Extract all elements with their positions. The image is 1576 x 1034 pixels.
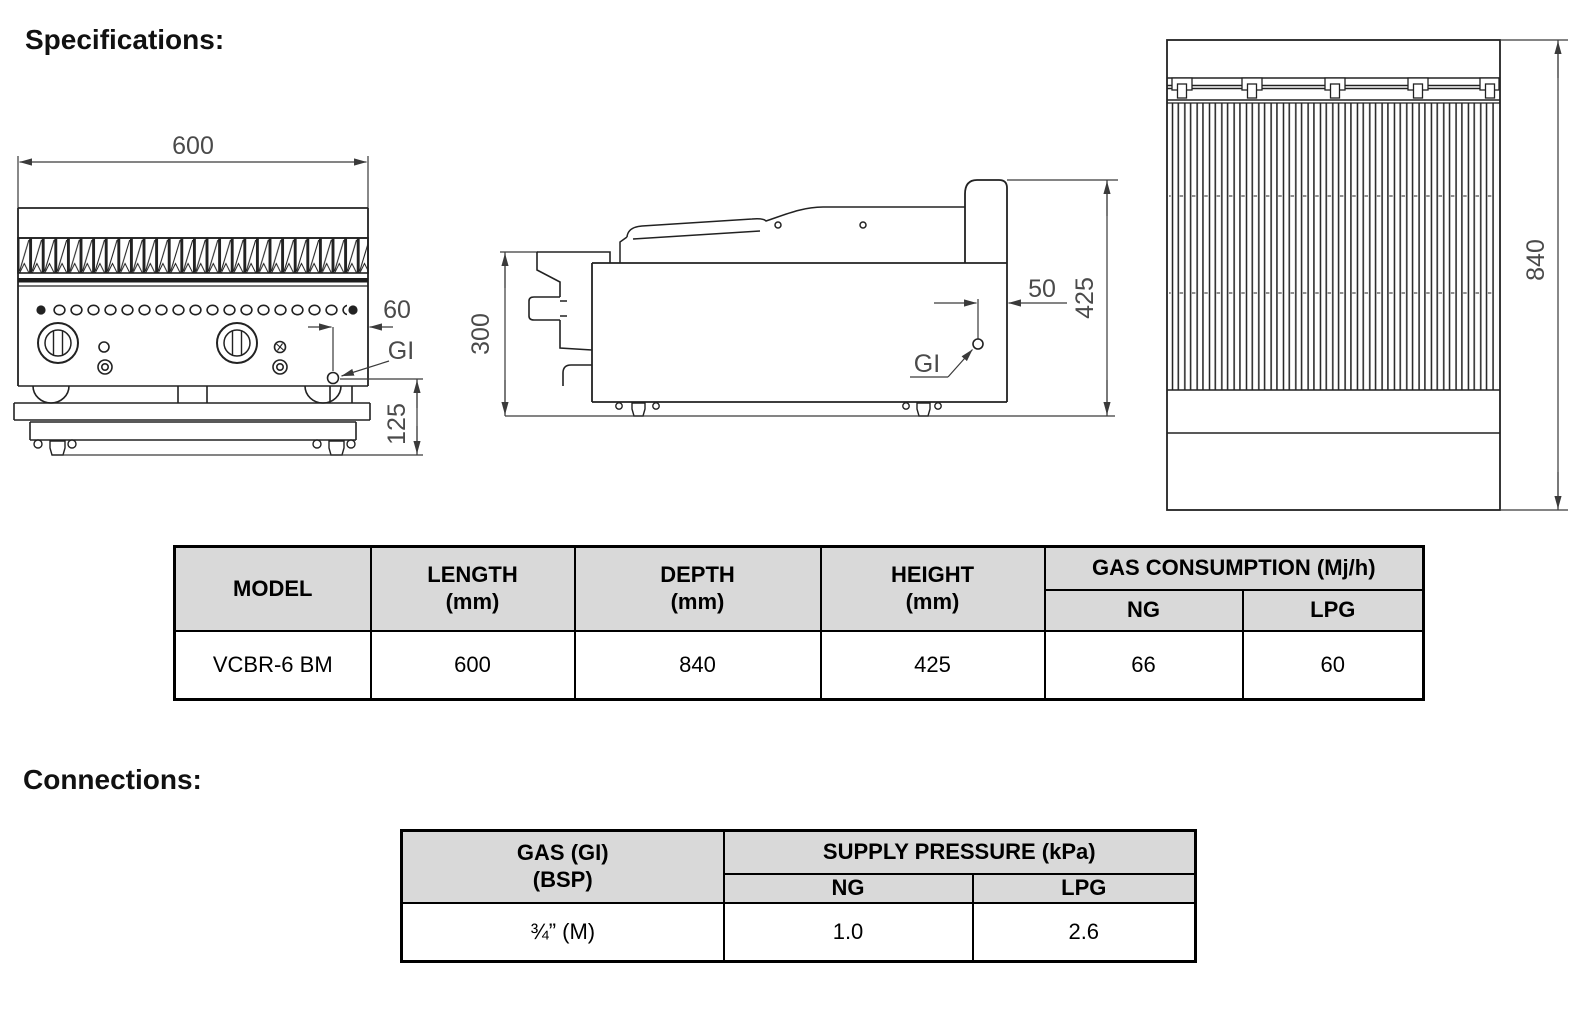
col-header-gas-consumption: GAS CONSUMPTION (Mj/h) (1043, 545, 1425, 591)
side-gi-label: GI (914, 350, 940, 378)
top-outline (1166, 39, 1501, 511)
col-header-depth: DEPTH (mm) (573, 545, 822, 632)
side-inlet-setback-label: 50 (1028, 275, 1056, 303)
front-base-height-label: 125 (383, 403, 411, 445)
cell-gas-lpg: 60 (1241, 630, 1425, 701)
front-unit-outline (17, 207, 369, 386)
top-view-svg: 840 (1166, 39, 1568, 511)
side-hood (619, 206, 965, 263)
top-depth-dimension (1500, 39, 1568, 511)
col-header-height: HEIGHT (mm) (819, 545, 1046, 632)
col-header-ng: NG (1043, 589, 1244, 632)
control-knob-left (37, 322, 79, 364)
top-view-drawing: 840 (1138, 28, 1576, 525)
cell-gas-size: ¾” (M) (400, 901, 725, 963)
connections-table-row: ¾” (M) 1.0 2.6 (400, 901, 1197, 963)
side-front-height-label: 300 (470, 313, 495, 355)
cell-pressure-ng: 1.0 (722, 901, 974, 963)
side-gi-leader (910, 349, 973, 378)
control-knob-right (216, 322, 258, 364)
side-gas-inlet (972, 338, 984, 350)
top-depth-label: 840 (1522, 239, 1550, 281)
pilot-light-left (97, 341, 113, 375)
connections-heading: Connections: (23, 764, 202, 795)
cell-height: 425 (819, 630, 1046, 701)
col-header-supply-pressure: SUPPLY PRESSURE (kPa) (722, 829, 1197, 875)
cell-length: 600 (369, 630, 576, 701)
front-gi-label: GI (388, 337, 414, 365)
cell-depth: 840 (573, 630, 822, 701)
col-header-gas-connection: GAS (GI) (BSP) (400, 829, 725, 904)
spec-table-row: VCBR-6 BM 600 840 425 66 60 (173, 630, 1425, 701)
col-header-lpg: LPG (1241, 589, 1425, 632)
col-header-length: LENGTH (mm) (369, 545, 576, 632)
top-grill-bars (1167, 99, 1500, 391)
side-overall-height-dimension (1007, 179, 1118, 416)
col-header-supply-lpg: LPG (971, 873, 1197, 904)
front-base-height-dimension (53, 378, 423, 456)
col-header-supply-ng: NG (722, 873, 974, 904)
specifications-table: MODEL LENGTH (mm) DEPTH (mm) HEIGHT (mm)… (173, 545, 1426, 701)
col-header-model: MODEL (173, 545, 372, 632)
front-gi-leader (341, 360, 390, 377)
front-base (13, 385, 371, 441)
front-vent-holes (36, 304, 358, 316)
side-view-svg: 300 (467, 179, 1118, 417)
front-view-svg: 600 (13, 132, 423, 456)
cell-gas-ng: 66 (1043, 630, 1244, 701)
connections-table: GAS (GI) (BSP) SUPPLY PRESSURE (kPa) NG … (400, 829, 1198, 963)
specifications-heading: Specifications: (25, 24, 225, 55)
front-grill-band (17, 237, 369, 287)
front-inlet-offset-dimension (308, 323, 393, 371)
front-inlet-offset-label: 60 (383, 296, 411, 324)
side-overall-height-label: 425 (1071, 277, 1099, 319)
pilot-light-right (272, 340, 288, 375)
side-view-drawing: 300 (467, 158, 1130, 433)
side-control-panel (528, 251, 611, 386)
front-width-label: 600 (172, 132, 214, 160)
cell-pressure-lpg: 2.6 (971, 901, 1197, 963)
side-front-height-dimension (500, 251, 538, 416)
front-view-drawing: 600 (8, 128, 433, 469)
front-gas-inlet (326, 371, 340, 385)
side-body (591, 179, 1008, 403)
top-grate-clamps (1171, 77, 1500, 99)
front-width-dimension (17, 156, 369, 208)
front-feet (33, 439, 356, 456)
side-feet (615, 402, 942, 417)
cell-model: VCBR-6 BM (173, 630, 372, 701)
side-inlet-setback-dimension (934, 299, 1067, 339)
